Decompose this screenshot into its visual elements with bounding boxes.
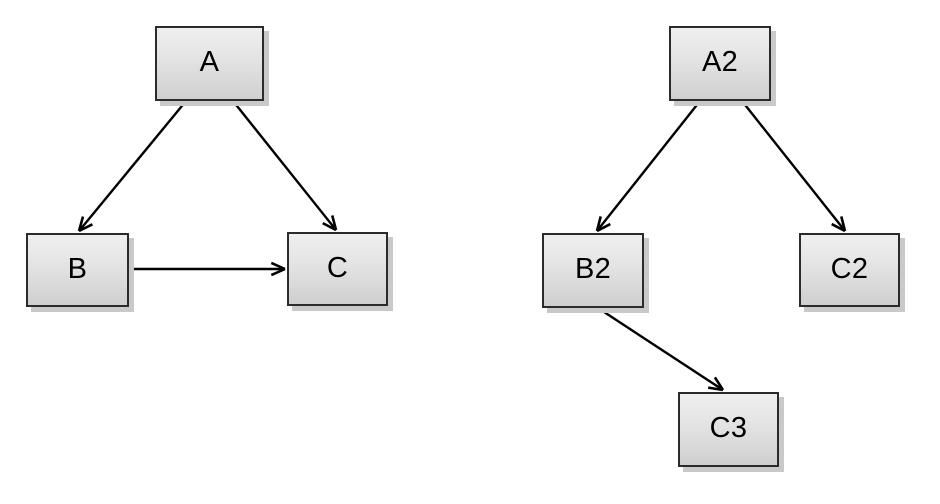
arrowhead-barb-2 xyxy=(78,223,94,233)
node-a2[interactable]: A2 xyxy=(669,26,771,101)
edge-a2-to-c2[interactable] xyxy=(741,100,847,233)
node-label: C xyxy=(326,251,349,284)
arrowhead-barb-1 xyxy=(707,386,724,392)
edge-line xyxy=(79,100,187,231)
edge-group xyxy=(77,100,847,392)
edge-a2-to-b2[interactable] xyxy=(595,100,701,233)
arrowhead-barb-1 xyxy=(270,267,286,277)
node-b2[interactable]: B2 xyxy=(542,233,644,308)
arrowhead-barb-2 xyxy=(713,376,725,391)
edge-b-to-c[interactable] xyxy=(130,261,286,277)
arrowhead-barb-1 xyxy=(831,222,846,233)
arrowhead-barb-2 xyxy=(270,261,286,271)
arrowhead-barb-2 xyxy=(330,215,338,231)
node-label: A2 xyxy=(701,46,739,78)
node-label: A xyxy=(199,46,220,78)
node-a[interactable]: A xyxy=(155,26,264,101)
node-label: B xyxy=(67,252,88,285)
edge-line xyxy=(597,100,701,231)
node-label: C3 xyxy=(709,412,748,444)
edge-line xyxy=(232,100,336,230)
arrowhead-barb-1 xyxy=(322,221,337,232)
node-c3[interactable]: C3 xyxy=(678,392,779,467)
node-c2[interactable]: C2 xyxy=(799,233,900,307)
arrowhead-barb-2 xyxy=(840,216,847,232)
edge-b2-to-c3[interactable] xyxy=(597,306,725,392)
edge-a-to-c[interactable] xyxy=(232,100,338,232)
arrowhead-barb-1 xyxy=(77,216,85,232)
arrowhead-barb-1 xyxy=(595,216,602,232)
node-b[interactable]: B xyxy=(26,233,129,307)
arrowhead-barb-2 xyxy=(596,222,611,233)
node-label: C2 xyxy=(830,252,869,285)
node-c[interactable]: C xyxy=(287,232,388,306)
edge-line xyxy=(741,100,845,231)
edge-a-to-b[interactable] xyxy=(77,100,187,233)
node-label: B2 xyxy=(574,253,612,285)
edge-line xyxy=(597,306,722,390)
